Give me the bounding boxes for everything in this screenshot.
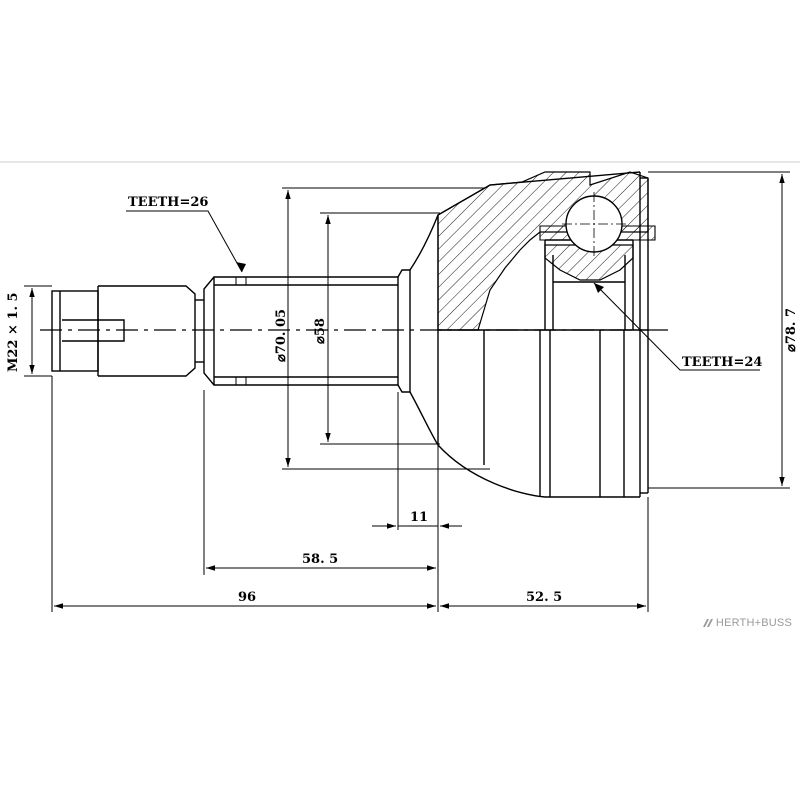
dia-shaft-label: ⌀70. 05 — [274, 309, 289, 362]
flange-width-label: 11 — [410, 510, 428, 525]
total-shaft-length-label: 96 — [238, 590, 256, 605]
housing-length-label: 52. 5 — [526, 590, 562, 605]
brand-mark-icon — [702, 619, 713, 627]
teeth-outer-label: TEETH=26 — [128, 195, 208, 210]
dimension-lines — [24, 171, 790, 612]
thread-dim-label: M22 × 1. 5 — [6, 292, 21, 372]
teeth-inner-label: TEETH=24 — [682, 355, 762, 370]
brand-logo: HERTH+BUSS — [702, 617, 792, 629]
spline-teeth — [235, 277, 247, 385]
dia-housing-label: ⌀78. 7 — [784, 308, 799, 352]
dia-seat-label: ⌀58 — [313, 318, 328, 344]
shaft-length-label: 58. 5 — [302, 552, 338, 567]
inner-race-hatch — [544, 244, 634, 281]
joint-outline — [51, 171, 649, 498]
brand-name: HERTH+BUSS — [715, 617, 792, 629]
